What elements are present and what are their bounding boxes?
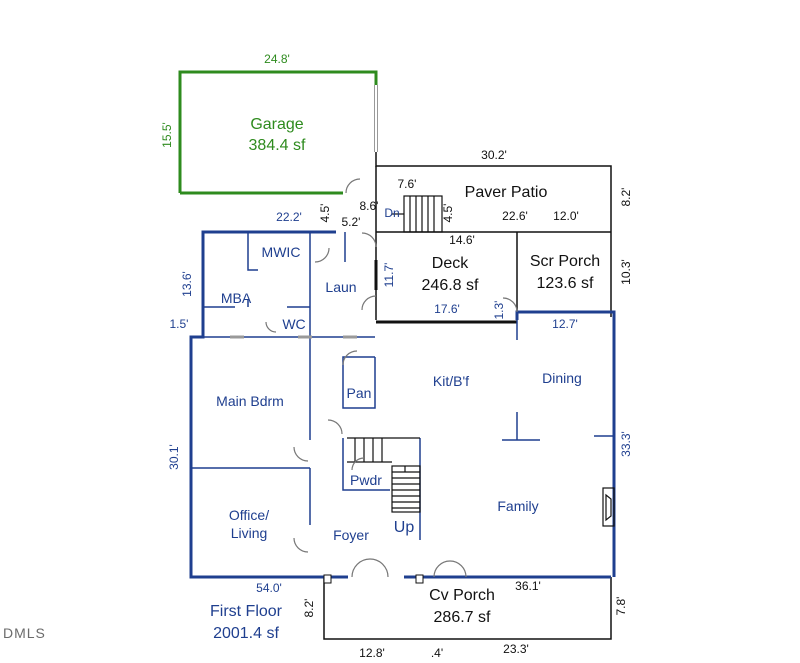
pwdr-label: Pwdr — [350, 472, 382, 488]
step-width-label: 7.6' — [398, 177, 417, 191]
wc-label: WC — [282, 316, 305, 332]
deck-bottom-label: 17.6' — [434, 302, 460, 316]
door-swings — [265, 178, 518, 578]
porch-right-label: 7.8' — [614, 597, 628, 616]
floor-total-sf: 2001.4 sf — [213, 625, 279, 642]
foyer-label: Foyer — [333, 527, 369, 543]
mwic-label: MWIC — [262, 244, 301, 260]
pan-label: Pan — [347, 385, 372, 401]
deck-depth-label: 11.7' — [382, 263, 396, 288]
fireplace — [602, 487, 615, 527]
bump-label: 1.5' — [170, 317, 189, 331]
porch-right-top-label: 36.1' — [515, 579, 541, 593]
deck-area: 246.8 sf — [422, 277, 479, 294]
cv-porch-area: 286.7 sf — [434, 609, 491, 626]
watermark: DMLS — [3, 625, 46, 641]
house-left-label: 30.1' — [167, 444, 181, 470]
house-bottom-label: 54.0' — [256, 581, 282, 595]
patio-inner-label: 22.6' — [502, 209, 528, 223]
patio-stairs — [392, 195, 443, 233]
deck-walls — [374, 260, 517, 324]
patio-depth-label: 8.2' — [619, 188, 633, 207]
family-label: Family — [497, 498, 538, 514]
dn-label: Dn — [384, 206, 399, 220]
garage-name: Garage — [250, 116, 303, 133]
laun-label: Laun — [325, 279, 356, 295]
house-right-label: 33.3' — [619, 431, 633, 457]
garage-width-label: 24.8' — [264, 52, 290, 66]
scr-porch-area: 123.6 sf — [537, 275, 594, 292]
office-label: Office/ — [229, 507, 269, 523]
house-outline — [189, 230, 616, 579]
scr-width-label: 12.7' — [552, 317, 578, 331]
main-bdrm-label: Main Bdrm — [216, 393, 284, 409]
paver-patio-name: Paver Patio — [465, 184, 548, 201]
deck-step-label: 1.3' — [492, 301, 506, 320]
porch-bottom-b-label: .4' — [431, 646, 443, 660]
small-5-2-label: 5.2' — [342, 215, 361, 229]
side-b-label: 4.5' — [441, 204, 455, 223]
deck-name: Deck — [432, 255, 469, 272]
deck-width-label: 14.6' — [449, 233, 475, 247]
mba-label: MBA — [221, 290, 252, 306]
kit-label: Kit/B'f — [433, 373, 469, 389]
side-a-label: 4.5' — [318, 204, 332, 223]
cv-porch-name: Cv Porch — [429, 587, 495, 604]
scr-depth-label: 10.3' — [619, 259, 633, 285]
porch-left-label: 8.2' — [302, 599, 316, 618]
main-stairs — [347, 437, 421, 513]
master-depth-label: 13.6' — [180, 271, 194, 297]
up-label: Up — [394, 519, 415, 536]
scr-porch-name: Scr Porch — [530, 253, 600, 270]
dining-label: Dining — [542, 370, 582, 386]
patio-right-label: 12.0' — [553, 209, 579, 223]
porch-bottom-a-label: 12.8' — [359, 646, 385, 660]
house-top-label: 22.2' — [276, 210, 302, 224]
porch-posts — [323, 574, 424, 584]
garage-area: 384.4 sf — [249, 137, 306, 154]
porch-bottom-c-label: 23.3' — [503, 642, 529, 656]
garage-depth-label: 15.5' — [160, 122, 174, 148]
patio-width-label: 30.2' — [481, 148, 507, 162]
floor-name: First Floor — [210, 603, 283, 620]
door-gap-label: 8.6' — [360, 199, 379, 213]
office-label-2: Living — [231, 525, 268, 541]
